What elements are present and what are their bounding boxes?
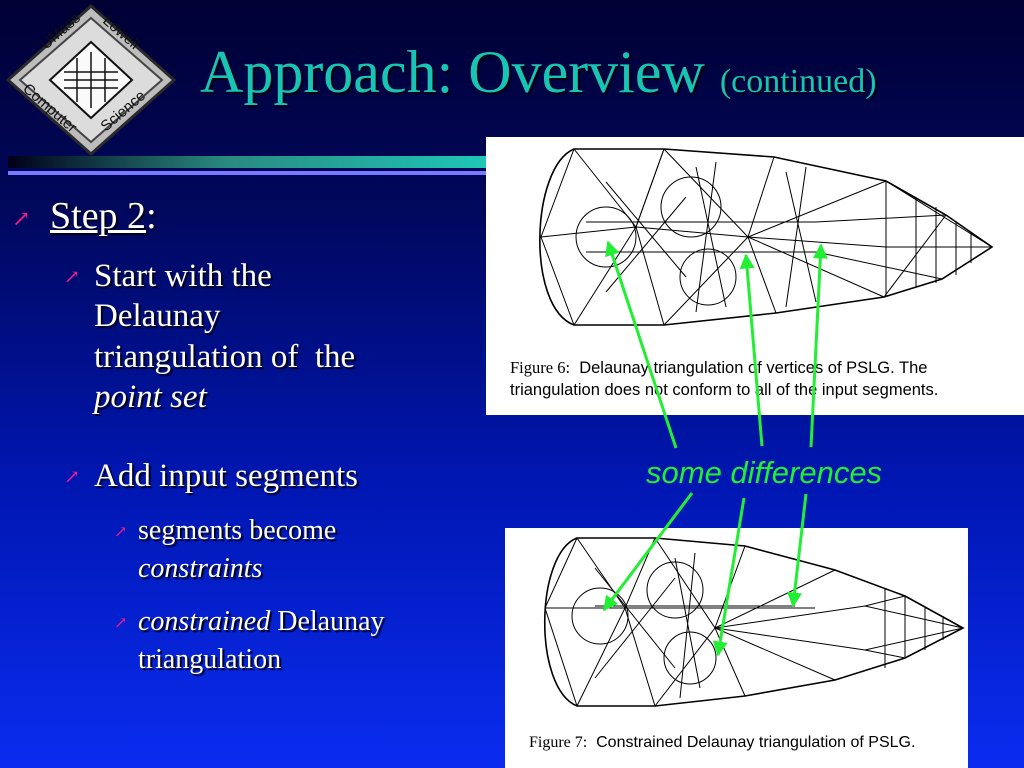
- north-east-arrow-icon: ↗: [64, 267, 80, 288]
- bullet-text-italic: constrained: [138, 606, 271, 637]
- slide-title: Approach: Overview (continued): [200, 42, 877, 102]
- bullet-cdt: constrained Delaunay triangulation: [138, 601, 385, 681]
- step-colon: :: [146, 195, 157, 237]
- bullet-add-segments: Add input segments: [94, 458, 358, 494]
- bullet-text-line: Start with the: [94, 258, 272, 294]
- north-east-arrow-icon: ↗: [114, 615, 128, 632]
- figure-7-caption-line: Constrained Delaunay triangulation of PS…: [596, 734, 916, 751]
- bullet-text-line: triangulation of the: [94, 338, 356, 375]
- figure-6-caption: Figure 6: Delaunay triangulation of vert…: [510, 358, 927, 378]
- callout-some-differences: some differences: [646, 455, 883, 490]
- figure-6-panel: Figure 6: Delaunay triangulation of vert…: [486, 137, 1024, 415]
- figure-7-label: Figure 7:: [529, 734, 588, 751]
- north-east-arrow-icon: ↗: [12, 206, 31, 231]
- figure-6-label: Figure 6:: [510, 358, 571, 377]
- figure-6-caption-line: Delaunay triangulation of vertices of PS…: [579, 359, 928, 377]
- bullet-delaunay: Start with the Delaunay triangulation of…: [94, 256, 454, 417]
- bullet-step-2: Step 2:: [50, 193, 157, 239]
- bullet-text-line: triangulation: [138, 644, 282, 675]
- delaunay-mesh-image: [539, 148, 994, 326]
- figure-7-panel: Figure 7: Constrained Delaunay triangula…: [505, 528, 968, 768]
- bullet-text-line: Delaunay: [94, 298, 221, 335]
- figure-7-caption: Figure 7: Constrained Delaunay triangula…: [529, 734, 915, 752]
- umass-lowell-cs-logo: UMass Lowell Computer Science: [5, 3, 177, 157]
- bullet-text-line-italic: constraints: [138, 553, 263, 584]
- bullet-text-line: Delaunay: [270, 606, 385, 637]
- title-underline-rule: [8, 156, 494, 175]
- north-east-arrow-icon: ↗: [64, 467, 80, 488]
- bullet-constraints: segments become constraints: [138, 510, 336, 590]
- figure-6-caption-2: triangulation does not conform to all of…: [510, 381, 939, 399]
- title-sub: (continued): [719, 63, 877, 100]
- bullet-text-line-italic: point set: [94, 378, 207, 415]
- step-2-link[interactable]: Step 2: [50, 195, 147, 237]
- bullet-text-line: segments become: [138, 515, 337, 546]
- title-main: Approach: Overview: [200, 39, 705, 105]
- north-east-arrow-icon: ↗: [114, 524, 128, 541]
- constrained-delaunay-mesh-image: [543, 537, 965, 707]
